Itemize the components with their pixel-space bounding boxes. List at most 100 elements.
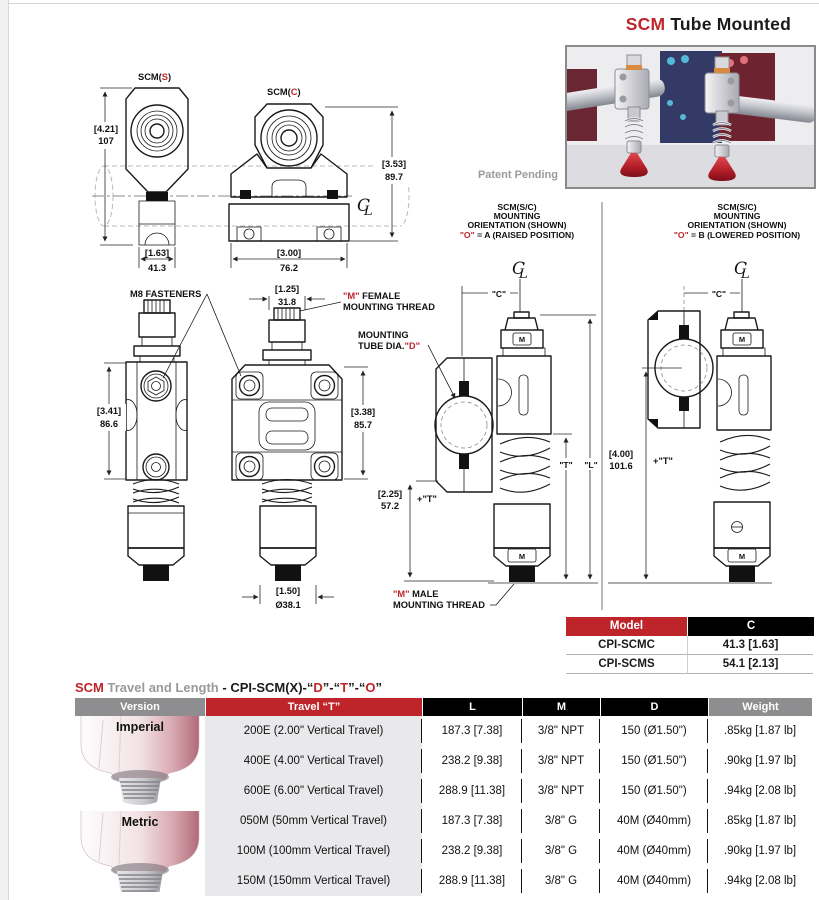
spec-d-cell: 40M (Ø40mm) <box>599 866 708 896</box>
dim-86-6: 86.6 <box>100 419 118 429</box>
spec-travel-cell: 400E (4.00" Vertical Travel) <box>205 746 422 776</box>
l-column-header: L <box>422 698 522 716</box>
spec-table: Version Travel “T” L M D Weight <box>75 698 812 896</box>
dim-3-38: [3.38] <box>351 407 375 417</box>
spec-weight-cell: .94kg [2.08 lb] <box>707 866 812 896</box>
title-brand: SCM <box>625 14 666 34</box>
centerline-symbol-l: L <box>740 267 750 282</box>
spec-travel-cell: 200E (2.00" Vertical Travel) <box>205 716 422 746</box>
version-label: Metric <box>121 815 159 829</box>
view-scm-s-side: [3.41] 86.6 <box>91 299 188 581</box>
spec-d-cell: 150 (Ø1.50") <box>599 746 708 776</box>
dim-4-21: [4.21] <box>94 124 118 134</box>
spec-m-cell: 3/8" G <box>521 836 600 866</box>
orient-a-title: SCM(S/C) <box>497 202 536 212</box>
dim-3-53: [3.53] <box>382 159 406 169</box>
spec-m-cell: 3/8" G <box>521 866 600 896</box>
svg-text:C: C <box>357 196 370 216</box>
spec-l-cell: 187.3 [7.38] <box>421 806 522 836</box>
table-row: CPI-SCMC 41.3 [1.63] <box>566 636 813 655</box>
spec-travel-cell: 050M (50mm Vertical Travel) <box>205 806 422 836</box>
spec-table-section: SCM Travel and Length - CPI-SCM(X)-“D”-“… <box>75 680 812 896</box>
spec-l-cell: 238.2 [9.38] <box>421 746 522 776</box>
spec-d-cell: 150 (Ø1.50") <box>599 716 708 746</box>
view-orientation-a: SCM(S/C) MOUNTING ORIENTATION (SHOWN) "O… <box>378 202 600 584</box>
spec-m-cell: 3/8" NPT <box>521 776 600 806</box>
tube-dia-label-2: TUBE DIA."D" <box>358 341 420 351</box>
spec-weight-cell: .90kg [1.97 lb] <box>707 746 812 776</box>
spec-weight-cell: .90kg [1.97 lb] <box>707 836 812 866</box>
version-imperial: Imperial <box>75 716 205 806</box>
dim-4-00: [4.00] <box>609 449 633 459</box>
male-thread-label-2: MOUNTING THREAD <box>393 600 485 610</box>
svg-text:L: L <box>363 204 373 219</box>
spec-weight-cell: .85kg [1.87 lb] <box>707 716 812 746</box>
spec-l-cell: 288.9 [11.38] <box>421 866 522 896</box>
dim-76-2: 76.2 <box>280 263 298 273</box>
spec-l-cell: 288.9 [11.38] <box>421 776 522 806</box>
female-thread-label-2: MOUNTING THREAD <box>343 302 435 312</box>
view-scm-s-front: SCM(S) [4.21] 107 [1.63] 41.3 <box>89 72 189 273</box>
spec-d-cell: 40M (Ø40mm) <box>599 806 708 836</box>
orient-a-line4: "O" = A (RAISED POSITION) <box>460 230 574 240</box>
m-column-header: M <box>522 698 600 716</box>
dim-85-7: 85.7 <box>354 420 372 430</box>
dim-c-a: "C" <box>492 289 506 299</box>
model-c-value: 54.1 [2.13] <box>687 655 813 674</box>
orient-a-line3: ORIENTATION (SHOWN) <box>468 220 567 230</box>
orient-b-line4: "O" = B (LOWERED POSITION) <box>674 230 800 240</box>
view-scm-c-front: SCM(C) [3.53] 89.7 [3.00] 76.2 C L <box>228 87 412 273</box>
dim-31-8: 31.8 <box>278 297 296 307</box>
dim-2-25: [2.25] <box>378 489 402 499</box>
version-label: Imperial <box>116 720 164 734</box>
dim-1-25: [1.25] <box>275 284 299 294</box>
brand-logo-mark: M <box>519 552 525 561</box>
model-name: CPI-SCMS <box>566 655 687 674</box>
orient-b-line2: MOUNTING <box>714 211 761 221</box>
patent-pending-label: Patent Pending <box>477 169 558 181</box>
callouts: M8 FASTENERS "M" FEMALE MOUNTING THREAD … <box>130 289 515 610</box>
dim-107: 107 <box>98 136 114 146</box>
female-thread-label: "M" FEMALE <box>343 291 400 301</box>
model-table: Model C CPI-SCMC 41.3 [1.63] CPI-SCMS 54… <box>566 617 814 674</box>
model-c-value: 41.3 [1.63] <box>687 636 813 655</box>
spec-l-cell: 238.2 [9.38] <box>421 836 522 866</box>
spec-travel-cell: 100M (100mm Vertical Travel) <box>205 836 422 866</box>
product-photo-render <box>555 47 817 187</box>
dim-1-63: [1.63] <box>145 248 169 258</box>
centerline-symbol: C <box>734 259 747 279</box>
spec-weight-cell: .85kg [1.87 lb] <box>707 806 812 836</box>
view-scm-c-front-fasteners: [1.25] 31.8 [3.38] 85.7 [1.50] Ø38.1 <box>231 284 381 610</box>
travel-column-header: Travel “T” <box>205 698 422 716</box>
model-column-header: Model <box>566 617 687 636</box>
photo-assembly-right <box>704 56 740 181</box>
dim-dia-38-1: Ø38.1 <box>275 600 300 610</box>
dim-c-b: "C" <box>712 289 726 299</box>
spec-weight-cell: .94kg [2.08 lb] <box>707 776 812 806</box>
centerline-symbol: C L <box>357 196 373 219</box>
c-column-header: C <box>688 617 814 636</box>
d-column-header: D <box>600 698 708 716</box>
brand-logo-mark: M <box>519 335 525 344</box>
model-table-header: Model C <box>566 617 814 636</box>
orient-b-title: SCM(S/C) <box>717 202 756 212</box>
version-column-header: Version <box>75 698 205 716</box>
model-name: CPI-SCMC <box>566 636 687 655</box>
dim-1-50: [1.50] <box>276 586 300 596</box>
spec-m-cell: 3/8" NPT <box>521 716 600 746</box>
dim-89-7: 89.7 <box>385 172 403 182</box>
scm-c-label: SCM(C) <box>267 87 301 97</box>
product-photo <box>555 45 817 189</box>
photo-assembly-left <box>614 54 650 177</box>
spec-d-cell: 40M (Ø40mm) <box>599 836 708 866</box>
spec-travel-cell: 150M (150mm Vertical Travel) <box>205 866 422 896</box>
dim-3-41: [3.41] <box>97 406 121 416</box>
dim-l: "L" <box>584 460 597 470</box>
dim-57-2: 57.2 <box>381 501 399 511</box>
weight-column-header: Weight <box>708 698 812 716</box>
dim-101-6: 101.6 <box>609 461 632 471</box>
centerline-symbol-l: L <box>518 267 528 282</box>
dim-plus-t-a: +"T" <box>417 494 437 504</box>
technical-drawings: SCM(S) [4.21] 107 [1.63] 41.3 SCM(C) <box>89 72 801 610</box>
spec-table-title: SCM Travel and Length - CPI-SCM(X)-“D”-“… <box>75 680 383 695</box>
